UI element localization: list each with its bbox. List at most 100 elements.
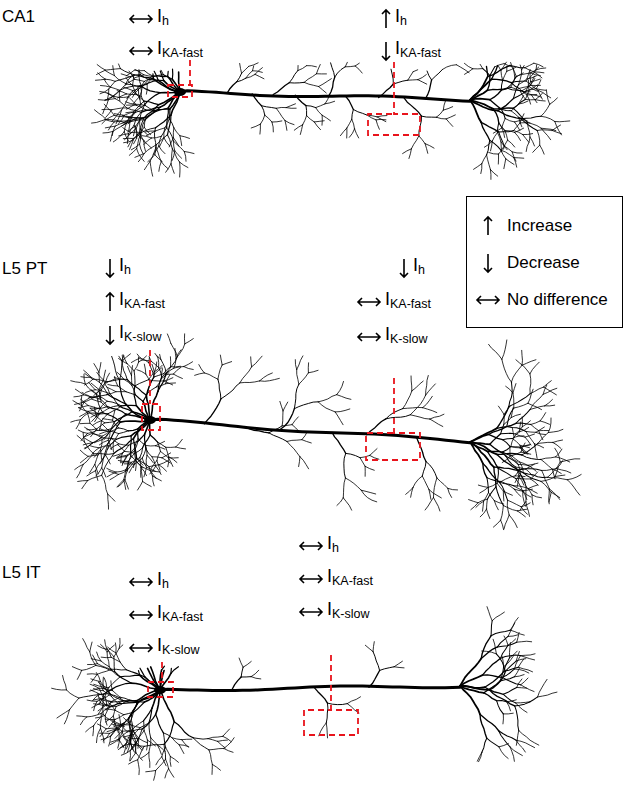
dendrite xyxy=(154,770,156,780)
dendrite xyxy=(97,372,104,379)
dendrite xyxy=(126,79,135,84)
dendrite xyxy=(541,116,555,121)
dendrite xyxy=(252,356,262,367)
change-arrow xyxy=(104,324,116,346)
dendrite xyxy=(165,769,169,778)
dendrite xyxy=(479,752,482,761)
dendrite xyxy=(478,485,488,487)
dendrite xyxy=(501,71,503,81)
dendrite xyxy=(503,713,513,715)
dendrite xyxy=(522,443,538,455)
dendrite xyxy=(174,358,176,368)
dendrite xyxy=(79,408,88,412)
dendrite xyxy=(504,418,511,425)
dendrite xyxy=(507,500,509,515)
dendrite xyxy=(425,144,434,148)
dendrite xyxy=(527,69,530,78)
dendrite xyxy=(129,700,138,718)
dendrite xyxy=(298,66,307,71)
dendrite xyxy=(501,645,508,658)
dendrite xyxy=(151,738,158,745)
dendrite xyxy=(94,714,103,726)
change-arrow xyxy=(398,257,410,279)
site-marker xyxy=(368,62,420,135)
dendrite xyxy=(108,89,109,99)
label-group: Ih xyxy=(298,532,339,559)
dendrite xyxy=(501,476,515,482)
dendrite xyxy=(530,472,537,479)
change-arrow-path xyxy=(130,644,152,652)
dendrite xyxy=(538,433,548,444)
change-arrow-path xyxy=(106,293,114,311)
dendrite xyxy=(540,421,549,424)
dendrite xyxy=(237,73,242,82)
dendrite xyxy=(303,116,307,125)
dendrite xyxy=(252,71,262,73)
dendrite xyxy=(498,468,515,478)
dendrite xyxy=(80,450,88,456)
dendrite xyxy=(144,93,160,105)
dendrite xyxy=(161,359,166,373)
dendrite xyxy=(82,481,88,489)
dendrite xyxy=(158,745,166,751)
dendrite xyxy=(115,723,124,726)
current-label: IK-slow xyxy=(119,321,162,348)
dendrite xyxy=(305,106,307,116)
change-arrow-path xyxy=(300,542,322,550)
dendrite xyxy=(335,412,343,425)
dendrite xyxy=(163,733,172,738)
dendrite xyxy=(125,470,128,480)
dendrite xyxy=(501,424,504,433)
dendrite xyxy=(507,67,516,71)
dendrite xyxy=(105,640,107,650)
dendrite xyxy=(157,451,161,460)
dendrite xyxy=(156,466,161,474)
dendrite xyxy=(422,476,429,489)
dendrite xyxy=(88,414,90,424)
dendrite xyxy=(96,468,102,476)
dendrite xyxy=(118,480,125,487)
dendrite xyxy=(222,362,231,365)
dendrite xyxy=(95,436,103,442)
dendrite xyxy=(482,651,497,654)
dendrite xyxy=(223,729,230,736)
dendrite xyxy=(515,468,521,476)
dendrite xyxy=(436,110,443,117)
dendrite xyxy=(516,740,534,747)
dendrite xyxy=(108,494,115,501)
dendrite xyxy=(66,690,78,698)
dendrite xyxy=(93,421,102,426)
dendrite xyxy=(166,375,170,384)
dendrite xyxy=(209,748,224,749)
dendrite xyxy=(345,478,361,490)
dendrite xyxy=(96,70,105,74)
dendrite xyxy=(160,690,174,722)
dendrite xyxy=(352,119,355,129)
dendrite xyxy=(394,667,404,668)
dendrite xyxy=(433,498,439,511)
dendrite xyxy=(297,356,303,370)
current-label: Ih xyxy=(157,568,169,595)
dendrite xyxy=(122,732,127,740)
dendrite xyxy=(159,461,168,465)
dendrite xyxy=(144,145,156,154)
dendrite xyxy=(499,731,516,741)
dendrite xyxy=(159,162,161,172)
dendrite xyxy=(156,446,165,449)
dendrite xyxy=(259,124,260,134)
dendrite xyxy=(380,667,395,671)
dendrite xyxy=(292,417,298,425)
dendrite xyxy=(193,738,208,739)
dendrite xyxy=(482,658,500,675)
dendrite xyxy=(100,408,109,413)
dendrite xyxy=(240,367,252,383)
dendrite xyxy=(512,427,514,437)
dendrite xyxy=(531,73,541,76)
dendrite xyxy=(285,121,287,131)
dendrite xyxy=(505,119,514,122)
dendrite xyxy=(369,670,380,687)
dendrite xyxy=(344,453,346,478)
cell-type-label: L5 PT xyxy=(2,258,47,280)
dendrite xyxy=(105,69,120,71)
dendrite xyxy=(282,425,292,426)
